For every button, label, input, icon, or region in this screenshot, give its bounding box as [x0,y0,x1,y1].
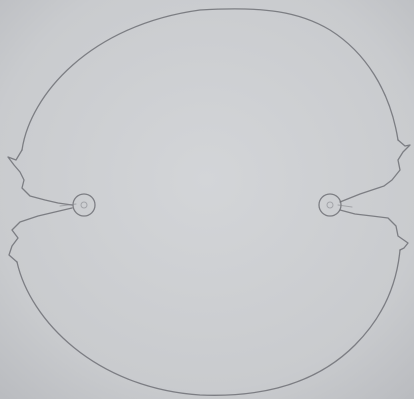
left-hole-center [81,202,87,208]
faint-construction-line [338,205,352,207]
left-jagged-edge-lower [9,208,72,262]
right-hole-center [327,202,333,208]
right-jagged-edge-lower [340,210,408,250]
right-jagged-edge [340,140,410,202]
left-hole [73,194,95,216]
circle-bottom-arc [17,250,400,395]
left-jagged-edge [8,150,72,205]
circle-top-arc [22,9,398,150]
